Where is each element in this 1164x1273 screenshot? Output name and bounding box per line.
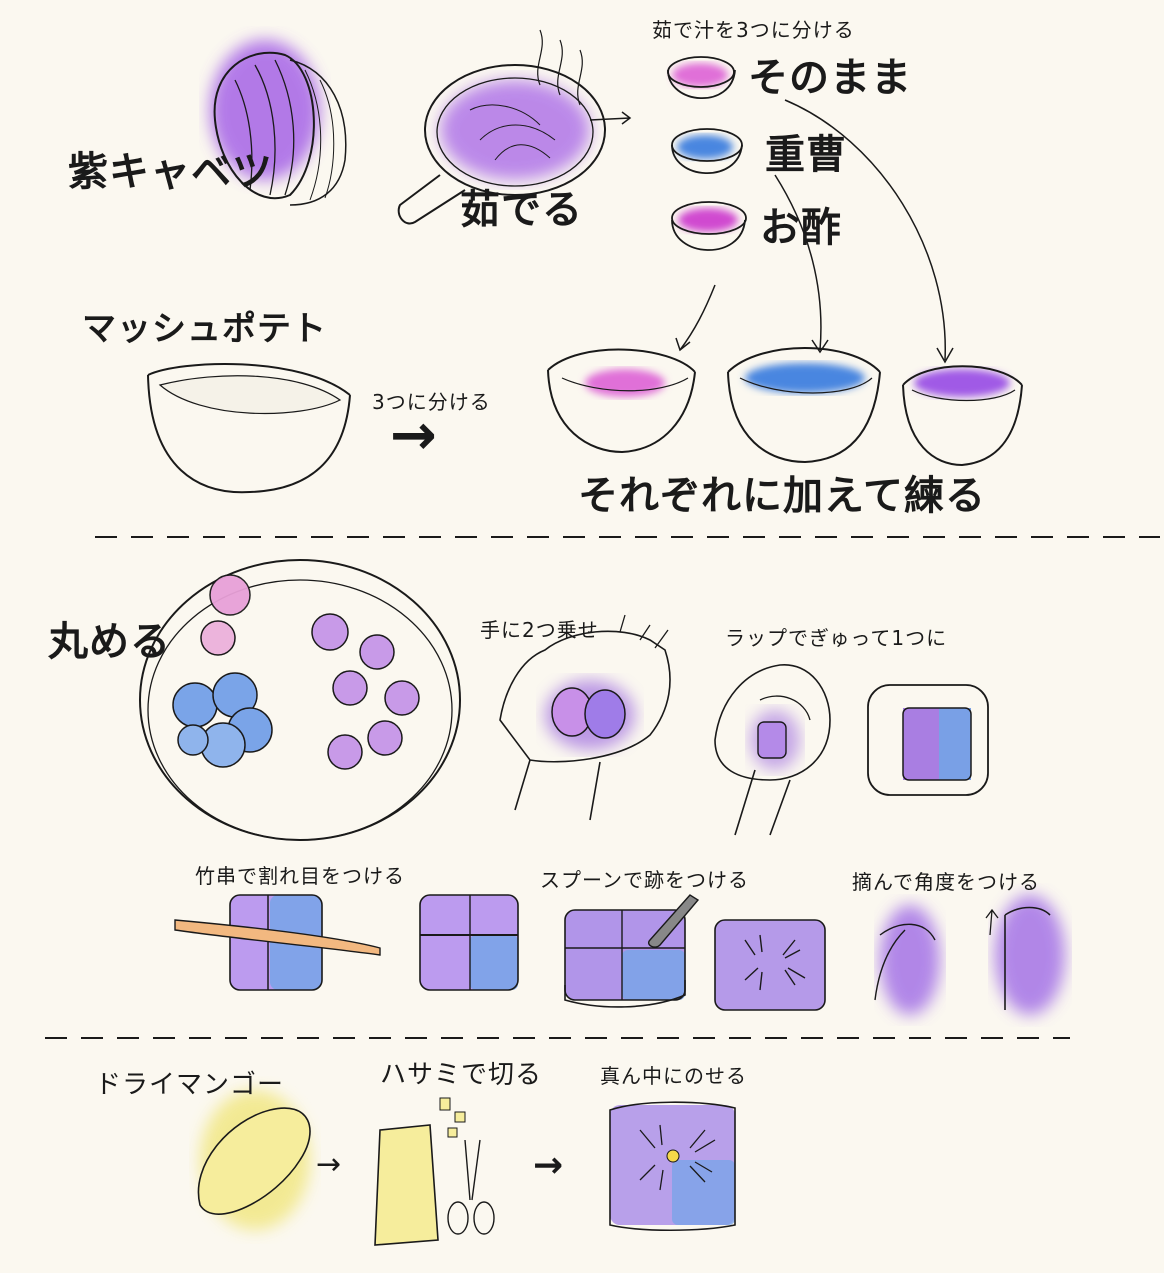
pinch-corners bbox=[874, 895, 1065, 1015]
flow-arrows bbox=[675, 99, 954, 364]
mash-bowl-pink bbox=[547, 348, 696, 454]
hand-two-balls bbox=[499, 614, 671, 821]
dried-mango bbox=[197, 1090, 311, 1230]
mash-bowl-purple bbox=[902, 365, 1023, 467]
juice-bowl-as-is bbox=[667, 56, 736, 100]
mashed-potato-bowl bbox=[147, 363, 351, 494]
cube-marked bbox=[714, 919, 826, 1011]
juice-bowl-baking-soda bbox=[671, 128, 743, 175]
label-dried-mango: ドライマンゴー bbox=[95, 1070, 285, 1100]
label-mashed-potato: マッシュポテト bbox=[82, 309, 327, 349]
label-wrap-squeeze: ラップでぎゅって1つに bbox=[725, 626, 948, 650]
label-two-on-hand: 手に2つ乗せ bbox=[480, 618, 599, 642]
wrapped-square bbox=[867, 684, 989, 796]
label-as-is: そのまま bbox=[748, 55, 912, 101]
hand-wrap-squeeze bbox=[714, 664, 831, 836]
arrow-icon: → bbox=[316, 1147, 342, 1182]
label-place-center: 真ん中にのせる bbox=[600, 1064, 747, 1088]
final-wagashi bbox=[609, 1101, 736, 1232]
juice-bowl-vinegar bbox=[671, 201, 747, 251]
label-cut-scissors: ハサミで切る bbox=[380, 1060, 543, 1090]
right-arrow-icon: → bbox=[390, 403, 437, 468]
label-baking-soda: 重曹 bbox=[765, 132, 847, 178]
arrow-icon: → bbox=[533, 1145, 564, 1186]
cube-spoon bbox=[564, 894, 700, 1008]
purple-cabbage-drawing bbox=[210, 40, 347, 206]
cube-cracked bbox=[419, 894, 519, 991]
label-cabbage: 紫キャベツ bbox=[68, 149, 273, 195]
label-split-juice: 茹で汁を3つに分ける bbox=[652, 18, 855, 42]
label-add-knead: それぞれに加えて練る bbox=[578, 473, 986, 519]
cube-skewer bbox=[174, 894, 381, 991]
label-vinegar: お酢 bbox=[760, 205, 842, 251]
label-roll: 丸める bbox=[48, 619, 171, 665]
label-split-three: 3つに分ける bbox=[372, 390, 491, 414]
boiling-pot-drawing bbox=[397, 29, 632, 225]
label-boil: 茹でる bbox=[460, 187, 583, 233]
mash-bowl-blue bbox=[727, 347, 881, 464]
label-skewer-crack: 竹串で割れ目をつける bbox=[195, 864, 405, 888]
plate-with-balls bbox=[139, 559, 461, 841]
mango-cut-scissors bbox=[374, 1097, 495, 1246]
label-pinch-angle: 摘んで角度をつける bbox=[852, 870, 1040, 894]
label-spoon-mark: スプーンで跡をつける bbox=[540, 868, 749, 892]
